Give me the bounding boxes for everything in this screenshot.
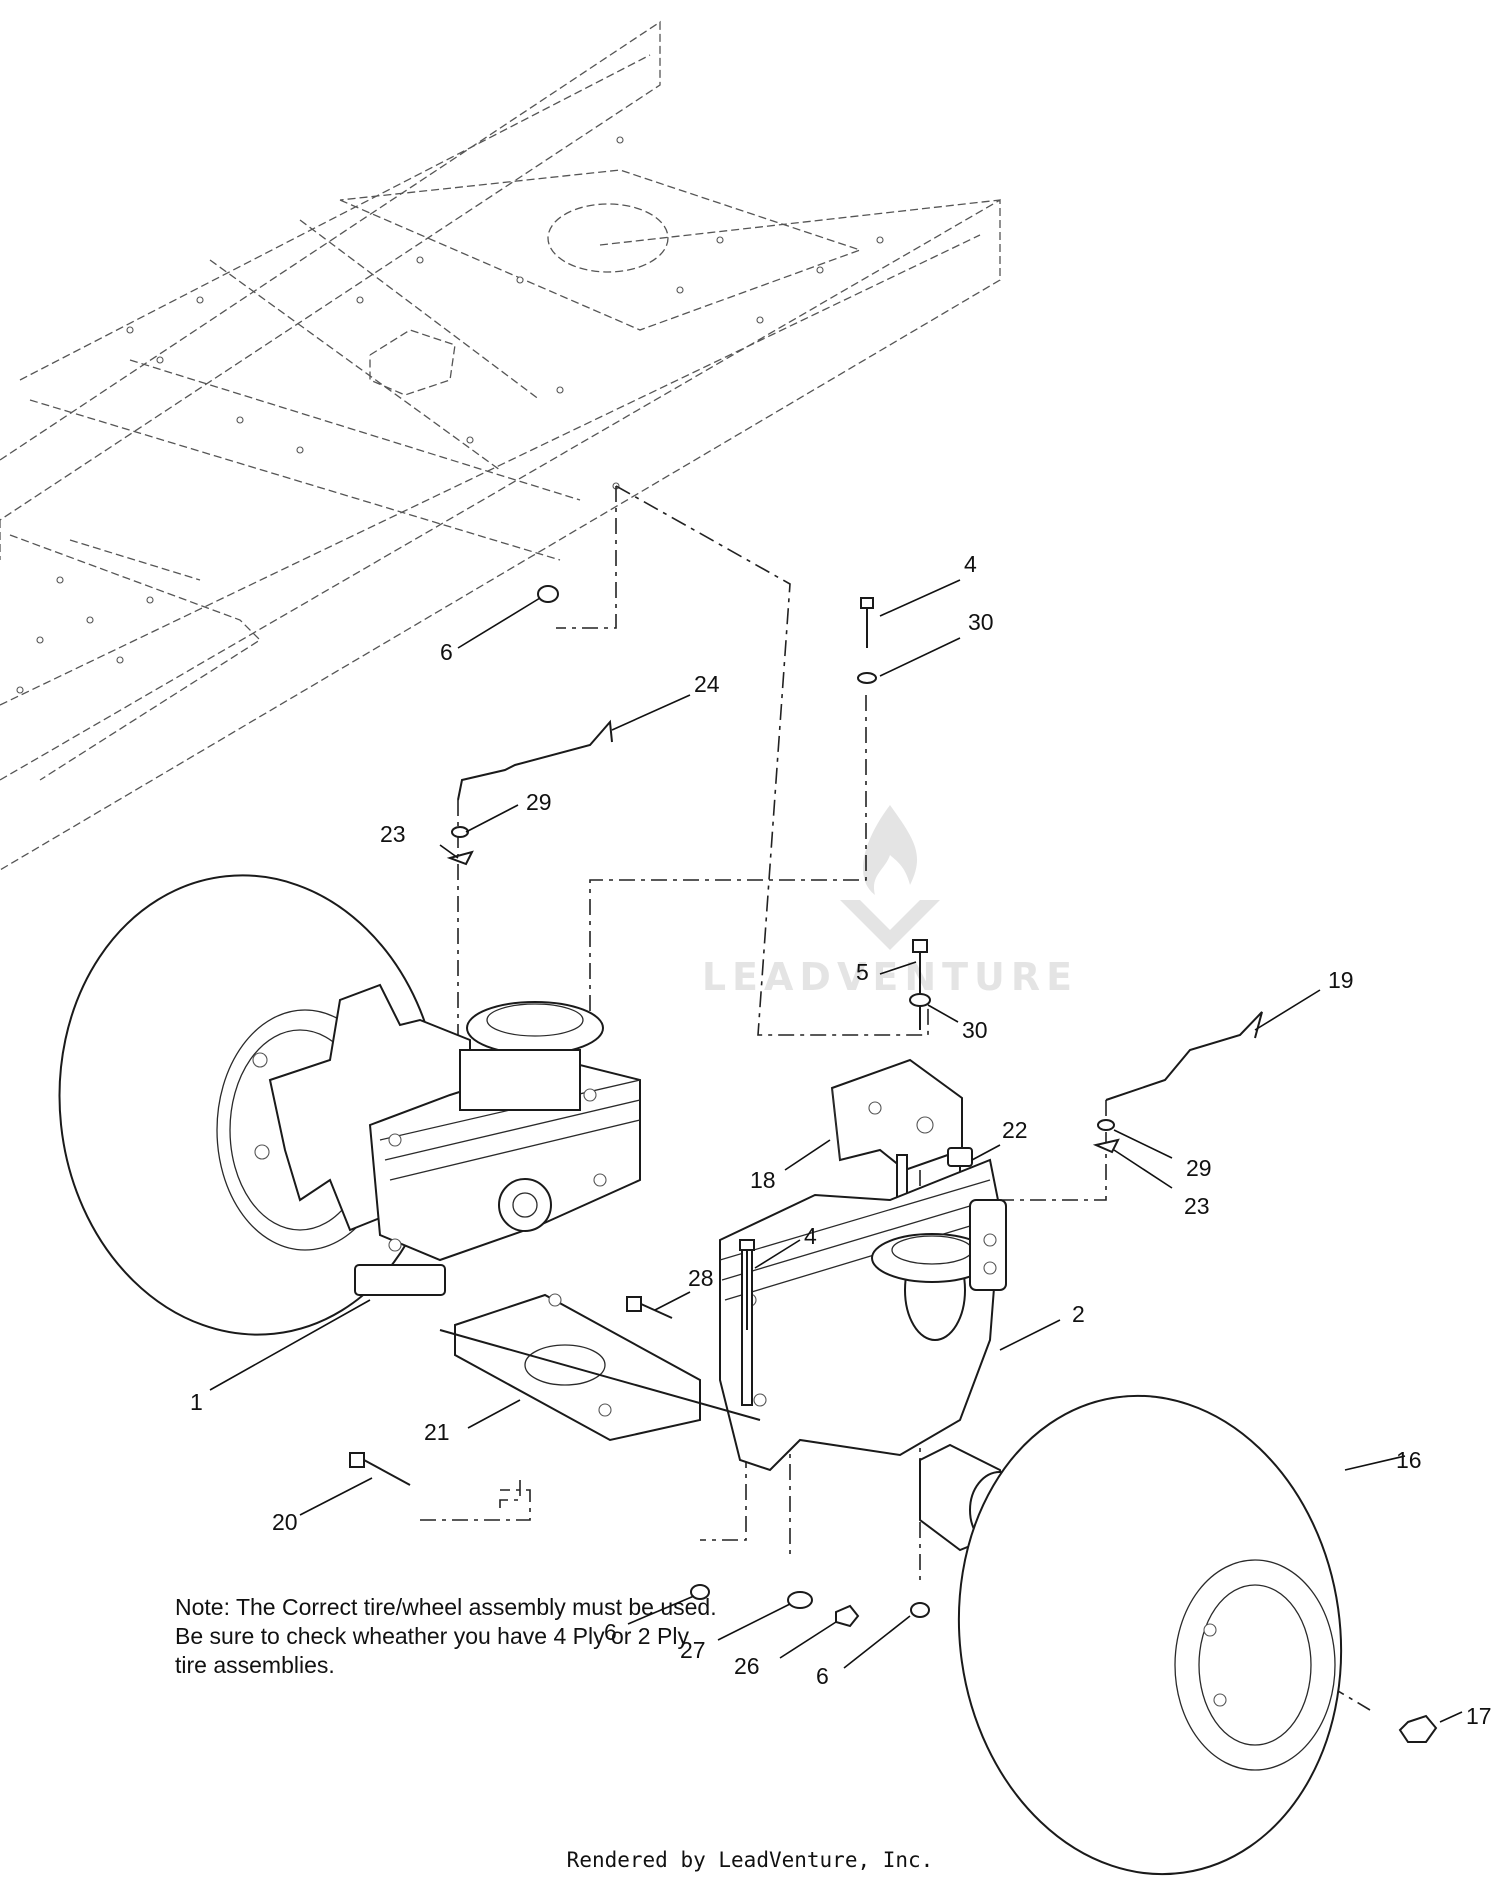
upper-bolt <box>857 597 877 684</box>
frame-holes <box>16 136 884 694</box>
callout-labels: 6 4 30 24 23 29 5 19 30 22 18 29 23 4 28… <box>190 551 1492 1729</box>
callout-5: 5 <box>856 959 869 985</box>
control-rods <box>457 719 1263 1101</box>
leader-lines <box>209 579 1463 1723</box>
callout-29-right: 29 <box>1186 1155 1212 1181</box>
note-line-1: Note: The Correct tire/wheel assembly mu… <box>175 1594 717 1620</box>
callout-27: 27 <box>680 1637 706 1663</box>
callout-18: 18 <box>750 1167 776 1193</box>
flame-icon <box>840 805 940 950</box>
bolt-28 <box>626 1296 673 1319</box>
callout-17: 17 <box>1466 1703 1492 1729</box>
callout-20: 20 <box>272 1509 298 1535</box>
assembly-note: Note: The Correct tire/wheel assembly mu… <box>175 1593 875 1680</box>
mount-bracket <box>830 939 973 1206</box>
render-credit: Rendered by LeadVenture, Inc. <box>566 1848 934 1872</box>
callout-23-left: 23 <box>380 821 406 847</box>
callout-1: 1 <box>190 1389 203 1415</box>
callout-16: 16 <box>1396 1447 1422 1473</box>
callout-2: 2 <box>1072 1301 1085 1327</box>
right-transmission <box>719 1158 1031 1552</box>
note-line-3: tire assemblies. <box>175 1652 335 1678</box>
callout-23-right: 23 <box>1184 1193 1210 1219</box>
callout-19: 19 <box>1328 967 1354 993</box>
lower-bolt <box>739 1239 755 1330</box>
chassis-frame <box>0 20 1001 871</box>
right-clip <box>1092 1119 1120 1154</box>
lower-hardware <box>690 1584 930 1628</box>
left-transmission <box>268 983 641 1296</box>
bolt-20 <box>349 1452 411 1486</box>
callout-4-upper: 4 <box>964 551 977 577</box>
callout-6-lower-left: 6 <box>604 1619 617 1645</box>
left-clip <box>446 826 474 866</box>
callout-22: 22 <box>1002 1117 1028 1143</box>
right-tire <box>957 1394 1343 1876</box>
callout-4-lower: 4 <box>804 1223 817 1249</box>
nut-17 <box>1398 1714 1438 1743</box>
callout-6-upper: 6 <box>440 639 453 665</box>
callout-29-left: 29 <box>526 789 552 815</box>
watermark-text: LEADVENTURE <box>701 955 1079 999</box>
axle-bar <box>439 1329 761 1421</box>
callout-24: 24 <box>694 671 720 697</box>
cross-bracket <box>454 1293 701 1442</box>
upper-nut <box>537 585 559 603</box>
callout-26: 26 <box>734 1653 760 1679</box>
callout-21: 21 <box>424 1419 450 1445</box>
callout-30-upper: 30 <box>968 609 994 635</box>
note-line-2: Be sure to check wheather you have 4 Ply… <box>175 1623 689 1649</box>
callout-28: 28 <box>688 1265 714 1291</box>
watermark-logo: LEADVENTURE <box>660 800 1120 999</box>
callout-30-lower: 30 <box>962 1017 988 1043</box>
callout-6-lower-right: 6 <box>816 1663 829 1689</box>
